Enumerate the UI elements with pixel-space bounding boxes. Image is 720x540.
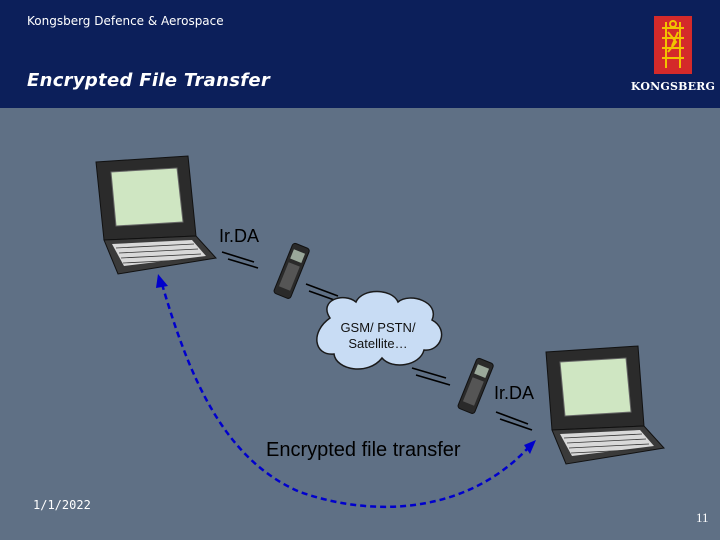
laptop-icon-left: [95, 155, 217, 275]
kongsberg-logo: KONGSBERG: [630, 14, 720, 100]
crest-icon: [654, 16, 692, 74]
irda-signal-bottom: [495, 411, 533, 431]
network-cloud: [316, 290, 443, 370]
cloud-label: GSM/ PSTN/ Satellite…: [318, 320, 438, 352]
network-signal-bottom: [411, 367, 451, 386]
irda-label-top: Ir.DA: [219, 226, 260, 246]
irda-signal-top: [221, 251, 259, 269]
diagram: [95, 155, 665, 509]
transfer-arrow: [156, 274, 536, 509]
page-number: 11: [696, 510, 709, 525]
company-name: Kongsberg Defence & Aerospace: [27, 14, 224, 28]
phone-icon-top: [273, 242, 310, 299]
slide-date: 1/1/2022: [33, 498, 91, 512]
laptop-icon-right: [545, 345, 665, 465]
cloud-label-line2: Satellite…: [348, 336, 408, 351]
header-bar: Kongsberg Defence & Aerospace Encrypted …: [0, 0, 720, 108]
slide-title: Encrypted File Transfer: [27, 70, 271, 91]
phone-icon-bottom: [457, 357, 494, 414]
transfer-label: Encrypted file transfer: [266, 439, 461, 461]
cloud-label-line1: GSM/ PSTN/: [340, 320, 416, 335]
irda-label-bottom: Ir.DA: [494, 383, 535, 403]
logo-text: KONGSBERG: [630, 80, 716, 93]
